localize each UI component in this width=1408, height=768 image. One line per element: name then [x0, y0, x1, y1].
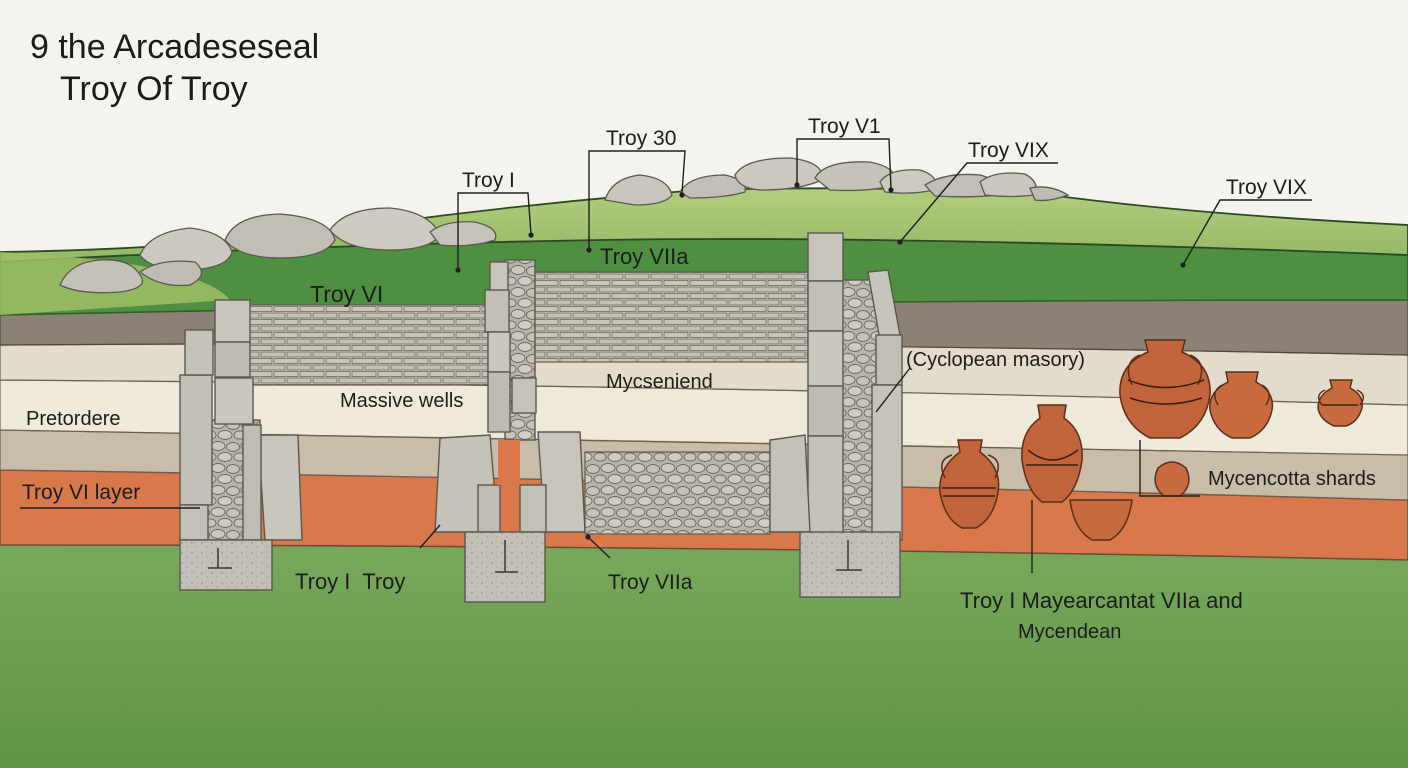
label-massive-walls: Massive wells	[340, 390, 463, 412]
label-bottom-right-line1: Troy I Mayearcantat VIIa and	[960, 588, 1243, 613]
label-troy-30: Troy 30	[606, 127, 676, 150]
amphora-left	[939, 439, 1000, 529]
label-troy-viia-bottom: Troy VIIa	[608, 571, 693, 594]
leader-lines	[20, 138, 1312, 573]
label-cyclopean: (Cyclopean masory)	[906, 349, 1085, 371]
label-troy-vi-layer: Troy VI layer	[22, 481, 140, 504]
diagram-title: 9 the Arcadeseseal Troy Of Troy	[30, 26, 319, 110]
label-mycencotta: Mycencotta shards	[1208, 468, 1376, 490]
rubble-fill-center	[584, 451, 771, 535]
title-line-2: Troy Of Troy	[60, 70, 248, 108]
brick-wall-left	[247, 304, 489, 386]
label-pretordere: Pretordere	[26, 408, 121, 430]
amphora-center	[1021, 404, 1083, 503]
title-line-1: 9 the Arcadeseseal	[30, 28, 320, 66]
label-troy-v1: Troy V1	[808, 115, 881, 138]
brick-wall-center	[531, 271, 813, 363]
label-troy-i-troy: Troy I Troy	[295, 569, 405, 594]
label-troy-vix-a: Troy VIX	[968, 139, 1049, 162]
label-mycseniend: Mycseniend	[606, 371, 713, 393]
label-troy-vix-b: Troy VIX	[1226, 176, 1307, 199]
wall-right-tower	[769, 232, 903, 598]
label-bottom-right-line2: Mycendean	[1018, 621, 1121, 643]
bowl	[1069, 499, 1133, 541]
hilltop-rocks-left	[59, 207, 497, 294]
hilltop-rocks-right	[604, 157, 1070, 206]
wall-middle-tower	[434, 259, 586, 603]
label-troy-i-top: Troy I	[462, 169, 515, 192]
jar-small	[1317, 379, 1365, 427]
label-troy-viia-top: Troy VIIa	[600, 244, 689, 269]
label-troy-vi: Troy VI	[310, 281, 383, 307]
wall-left-tower	[179, 299, 303, 591]
amphora-large	[1119, 339, 1211, 439]
jar-medium	[1209, 371, 1274, 439]
small-pot	[1154, 461, 1190, 497]
leader-dots	[455, 182, 1186, 540]
pottery-group	[939, 339, 1365, 541]
